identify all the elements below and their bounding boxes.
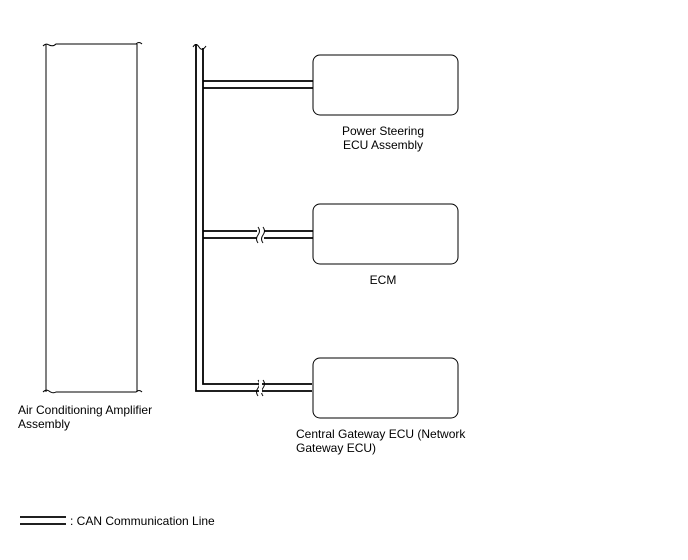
power-steering-ecu-box	[312, 54, 459, 116]
ecm-label: ECM	[369, 273, 397, 287]
can-branch-gateway	[256, 379, 265, 397]
legend-label: : CAN Communication Line	[70, 514, 215, 528]
central-gateway-ecu-label: Central Gateway ECU (Network Gateway ECU…	[296, 427, 466, 455]
power-steering-ecu-label: Power Steering ECU Assembly	[341, 124, 425, 152]
legend-can-line-sample	[20, 516, 66, 525]
air-conditioning-amplifier-box	[42, 42, 143, 394]
ecm-box	[312, 203, 459, 265]
air-conditioning-amplifier-label: Air Conditioning Amplifier Assembly	[18, 403, 153, 431]
can-branch-ecm	[203, 226, 314, 244]
can-bus-trunk	[192, 44, 312, 392]
can-branch-power-steering	[203, 80, 314, 89]
central-gateway-ecu-box	[312, 357, 459, 419]
